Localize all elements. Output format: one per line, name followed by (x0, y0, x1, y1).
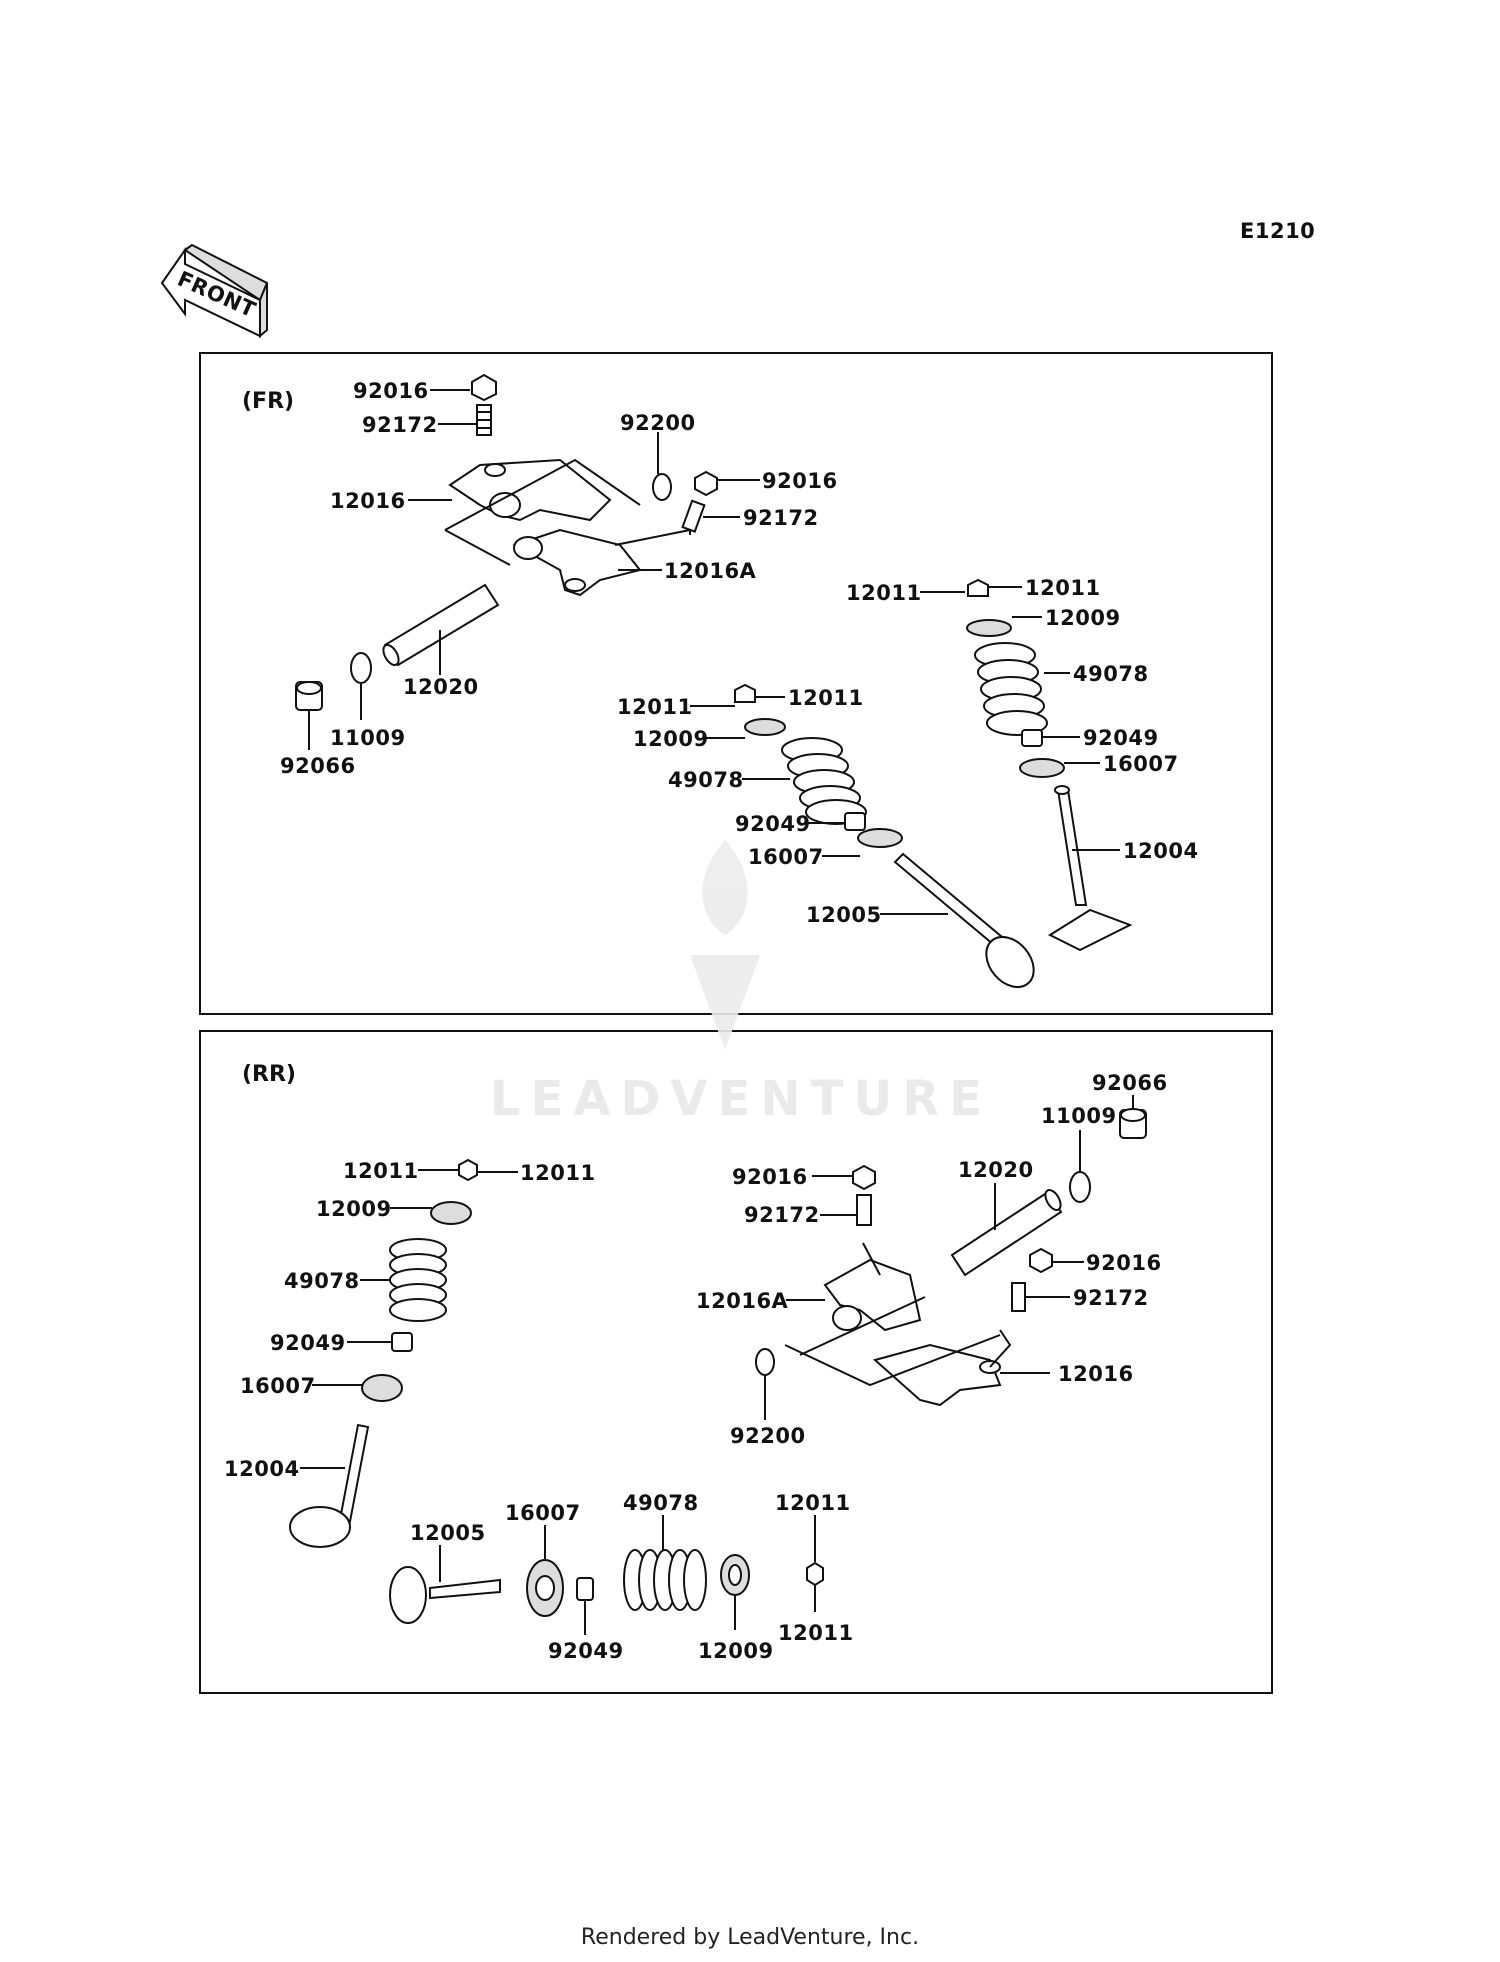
part-label: 92016 (762, 469, 838, 493)
part-label: 92172 (362, 413, 438, 437)
watermark-text: LEADVENTURE (490, 1071, 992, 1127)
part-label: 49078 (623, 1491, 699, 1515)
spring-icon (389, 1238, 447, 1322)
shaft-icon (950, 1190, 1063, 1277)
part-label: 12011 (775, 1491, 851, 1515)
part-label: 49078 (284, 1269, 360, 1293)
fr-labels: 92016 92172 92200 92016 92172 12016 1201… (280, 379, 1199, 927)
part-label: 12011 (778, 1621, 854, 1645)
rr-parts (289, 1108, 1147, 1624)
part-label: 12011 (846, 581, 922, 605)
spring-icon (781, 737, 867, 825)
section-title-fr: (FR) (242, 389, 294, 414)
part-label: 92066 (1092, 1071, 1168, 1095)
valve-icon (429, 1578, 501, 1600)
part-label: 92049 (1083, 726, 1159, 750)
part-label: 12009 (698, 1639, 774, 1663)
part-label: 92200 (620, 411, 696, 435)
part-label: 92172 (1073, 1286, 1149, 1310)
rocker-arm-icon (448, 458, 612, 522)
part-label: 12011 (617, 695, 693, 719)
part-label: 12011 (1025, 576, 1101, 600)
part-label: 16007 (240, 1374, 316, 1398)
part-label: 12016A (664, 559, 757, 583)
part-label: 12016 (1058, 1362, 1134, 1386)
part-label: 12011 (520, 1161, 596, 1185)
part-label: 12009 (633, 727, 709, 751)
footer-credit: Rendered by LeadVenture, Inc. (580, 1925, 920, 1950)
part-label: 92016 (353, 379, 429, 403)
part-label: 12011 (788, 686, 864, 710)
part-label: 16007 (1103, 752, 1179, 776)
front-arrow-icon: FRONT (160, 243, 269, 339)
rocker-arm-a-icon (512, 528, 642, 597)
fr-leader-lines (308, 389, 1120, 915)
section-frame-rr (199, 1030, 1273, 1694)
part-label: 12016 (330, 489, 406, 513)
part-label: 12020 (403, 675, 479, 699)
section-title-rr: (RR) (242, 1062, 296, 1087)
part-label: 12009 (1045, 606, 1121, 630)
part-label: 12005 (410, 1521, 486, 1545)
watermark-logo: LEADVENTURE (490, 840, 992, 1127)
shaft-icon (383, 583, 500, 667)
diagram-code: E1210 (1240, 219, 1315, 243)
part-label: 49078 (1073, 662, 1149, 686)
part-label: 92049 (548, 1639, 624, 1663)
part-label: 12016A (696, 1289, 789, 1313)
part-label: 11009 (330, 726, 406, 750)
part-label: 12009 (316, 1197, 392, 1221)
part-label: 92200 (730, 1424, 806, 1448)
part-label: 92049 (270, 1331, 346, 1355)
part-label: 12004 (224, 1457, 300, 1481)
rr-labels: 92066 11009 12020 92016 92172 12011 1201… (224, 1071, 1168, 1663)
fr-parts (295, 373, 1133, 989)
rr-leader-lines (300, 1095, 1134, 1635)
part-label: 92049 (735, 812, 811, 836)
spring-icon (623, 1549, 707, 1611)
part-label: 16007 (505, 1501, 581, 1525)
part-label: 92016 (732, 1165, 808, 1189)
part-label: 12020 (958, 1158, 1034, 1182)
nut-icon (471, 373, 497, 402)
part-label: 16007 (748, 845, 824, 869)
rocker-arm-icon (872, 1343, 1002, 1407)
part-label: 12005 (806, 903, 882, 927)
part-label: 12011 (343, 1159, 419, 1183)
part-label: 92016 (1086, 1251, 1162, 1275)
spring-icon (974, 642, 1048, 736)
part-label: 49078 (668, 768, 744, 792)
part-label: 92172 (744, 1203, 820, 1227)
part-label: 12004 (1123, 839, 1199, 863)
valve-icon (1056, 789, 1088, 906)
part-label: 92066 (280, 754, 356, 778)
part-label: 92172 (743, 506, 819, 530)
part-label: 11009 (1041, 1104, 1117, 1128)
valve-icon (893, 852, 1010, 952)
